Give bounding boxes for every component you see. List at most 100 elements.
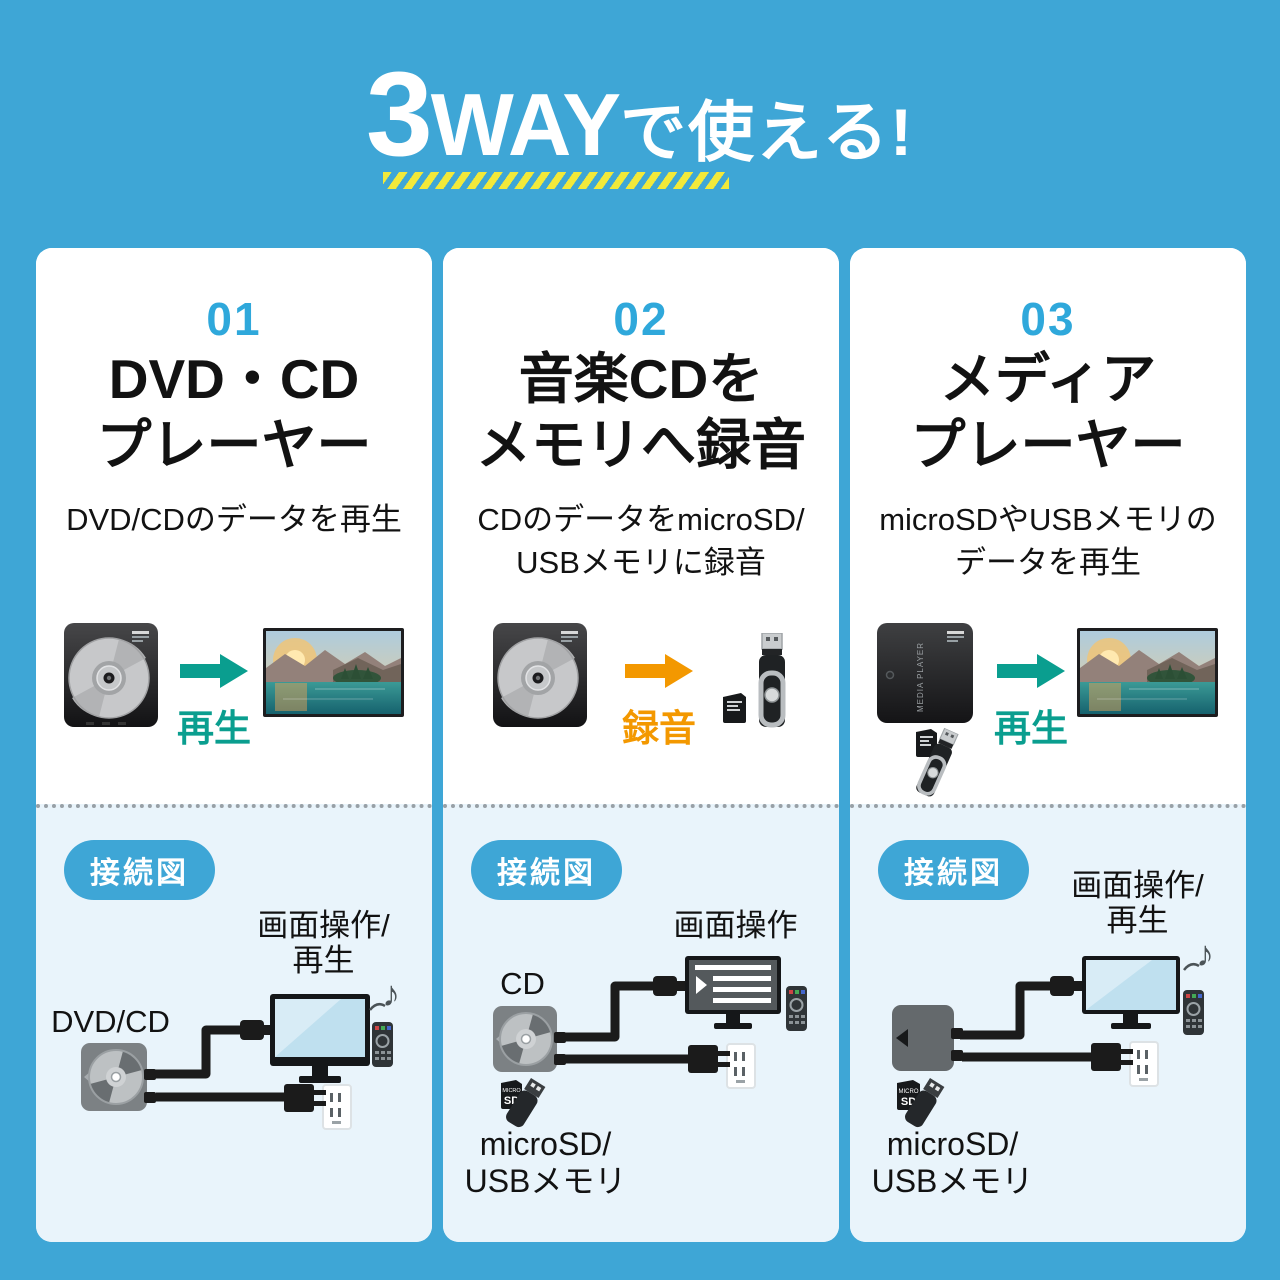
card-title-line1: 音楽CDを bbox=[518, 348, 764, 410]
disc-device-icon bbox=[493, 1006, 566, 1072]
screen-label-line2: 再生 bbox=[1106, 903, 1169, 938]
flow-arrow-label: 再生 bbox=[994, 708, 1068, 749]
hdmi-plug-icon bbox=[1050, 976, 1074, 996]
connection-badge: 接続図 bbox=[471, 840, 622, 900]
flow-arrow-label: 録音 bbox=[622, 708, 696, 749]
title-number: 3 bbox=[365, 47, 433, 181]
svg-text:♪: ♪ bbox=[382, 973, 400, 1014]
flow-arrow: 録音 bbox=[621, 652, 697, 752]
hdmi-plug-icon bbox=[653, 976, 677, 996]
tv-landscape-image bbox=[263, 628, 404, 717]
device-label: CD bbox=[500, 966, 545, 1001]
card2-top: 02 音楽CDをメモリへ録音 CDのデータをmicroSD/USBメモリに録音 bbox=[443, 248, 839, 804]
media-player-device-icon bbox=[892, 1005, 963, 1071]
svg-text:MICRO: MICRO bbox=[502, 1088, 521, 1094]
tv-icon bbox=[1082, 956, 1180, 1029]
card-number: 01 bbox=[206, 293, 262, 345]
card-title: 音楽CDをメモリへ録音 bbox=[443, 346, 839, 478]
outlet-icon bbox=[726, 1043, 756, 1089]
card-number: 02 bbox=[613, 293, 669, 345]
card-title-line2: プレーヤー bbox=[96, 414, 372, 476]
card-title-line1: メディア bbox=[939, 348, 1157, 410]
title-suffix: で使える! bbox=[620, 95, 915, 169]
card-description-line2: USBメモリに録音 bbox=[516, 545, 766, 580]
right-arrow-icon bbox=[180, 654, 248, 688]
hdmi-plug-icon bbox=[240, 1020, 264, 1040]
microsd-card-product-image bbox=[723, 693, 746, 723]
card-cd-recording: 02 音楽CDをメモリへ録音 CDのデータをmicroSD/USBメモリに録音 bbox=[443, 248, 839, 1242]
card-description-line1: DVD/CDのデータを再生 bbox=[66, 502, 402, 537]
tv-landscape-image bbox=[1077, 628, 1218, 717]
connection-badge: 接続図 bbox=[64, 840, 215, 900]
device-label: DVD/CD bbox=[51, 1004, 170, 1039]
memory-label-line2: USBメモリ bbox=[464, 1163, 627, 1199]
svg-text:♪: ♪ bbox=[1196, 933, 1214, 974]
right-arrow-icon bbox=[625, 654, 693, 688]
card-title-line2: プレーヤー bbox=[910, 414, 1186, 476]
flow-arrow: 再生 bbox=[993, 652, 1069, 752]
music-note-icon: ♪ bbox=[369, 973, 400, 1014]
memory-label-line2: USBメモリ bbox=[871, 1163, 1034, 1199]
connection-diagram: MICRO SD bbox=[493, 956, 807, 1128]
tv-menu-icon bbox=[685, 956, 781, 1029]
card-title-line2: メモリへ録音 bbox=[475, 414, 806, 476]
power-plug-icon bbox=[688, 1045, 730, 1073]
media-player-product-image: MEDIA PLAYER bbox=[877, 623, 973, 723]
page-title: 3WAYで使える! bbox=[0, 54, 1280, 174]
title-way: WAY bbox=[430, 75, 621, 174]
title-underline-stripes bbox=[383, 172, 729, 189]
connection-diagram: ♪ bbox=[892, 933, 1214, 1128]
connection-badge: 接続図 bbox=[878, 840, 1029, 900]
card1-connection-section: 接続図 ♪ bbox=[36, 804, 432, 1242]
flow-arrow: 再生 bbox=[176, 652, 252, 752]
screen-label-line1: 画面操作/ bbox=[257, 908, 390, 943]
card-description-line1: microSDやUSBメモリの bbox=[879, 502, 1217, 537]
screen-label-line2: 再生 bbox=[292, 943, 355, 978]
memory-label-line1: microSD/ bbox=[479, 1126, 612, 1162]
card3-top: 03 メディアプレーヤー microSDやUSBメモリのデータを再生 ME bbox=[850, 248, 1246, 804]
music-note-icon: ♪ bbox=[1183, 933, 1214, 974]
memory-label: microSD/USBメモリ bbox=[850, 1126, 1055, 1200]
usb-stick-icon bbox=[905, 1078, 945, 1128]
card-media-player: 03 メディアプレーヤー microSDやUSBメモリのデータを再生 ME bbox=[850, 248, 1246, 1242]
memory-label-line1: microSD/ bbox=[886, 1126, 1019, 1162]
power-plug-icon bbox=[284, 1084, 326, 1112]
card-description: microSDやUSBメモリのデータを再生 bbox=[850, 498, 1246, 584]
screen-label-line1: 画面操作 bbox=[673, 908, 798, 943]
card-title-line1: DVD・CD bbox=[108, 348, 360, 410]
memory-label: microSD/USBメモリ bbox=[443, 1126, 648, 1200]
cd-player-product-image bbox=[493, 623, 587, 727]
outlet-icon bbox=[322, 1084, 352, 1130]
svg-text:MICRO: MICRO bbox=[899, 1089, 919, 1095]
remote-icon bbox=[372, 1022, 393, 1067]
usb-stick-product-image bbox=[758, 633, 786, 728]
remote-icon bbox=[786, 986, 807, 1031]
outlet-icon bbox=[1129, 1041, 1159, 1087]
screen-operation-label: 画面操作 bbox=[648, 908, 823, 943]
card2-connection-section: 接続図 bbox=[443, 804, 839, 1242]
disc-device-icon bbox=[81, 1043, 156, 1111]
screen-operation-label: 画面操作/再生 bbox=[231, 908, 416, 978]
screen-label-line1: 画面操作/ bbox=[1071, 868, 1204, 903]
card-description: DVD/CDのデータを再生 bbox=[36, 498, 432, 541]
hdmi-cable bbox=[563, 981, 655, 1042]
microsd-card-product-image bbox=[916, 729, 937, 757]
cd-player-product-image bbox=[64, 623, 158, 727]
screen-operation-label: 画面操作/再生 bbox=[1045, 868, 1230, 938]
hdmi-cable bbox=[960, 981, 1052, 1040]
usb-stick-product-image bbox=[916, 727, 959, 797]
card-number: 03 bbox=[1020, 293, 1076, 345]
power-plug-icon bbox=[1091, 1043, 1133, 1071]
svg-text:MEDIA PLAYER: MEDIA PLAYER bbox=[916, 642, 925, 712]
card-description-line2: データを再生 bbox=[955, 545, 1141, 580]
hdmi-cable bbox=[154, 1025, 242, 1079]
card-description-line1: CDのデータをmicroSD/ bbox=[477, 502, 805, 537]
tv-icon bbox=[270, 994, 370, 1083]
right-arrow-icon bbox=[997, 654, 1065, 688]
card-title: メディアプレーヤー bbox=[850, 346, 1246, 478]
